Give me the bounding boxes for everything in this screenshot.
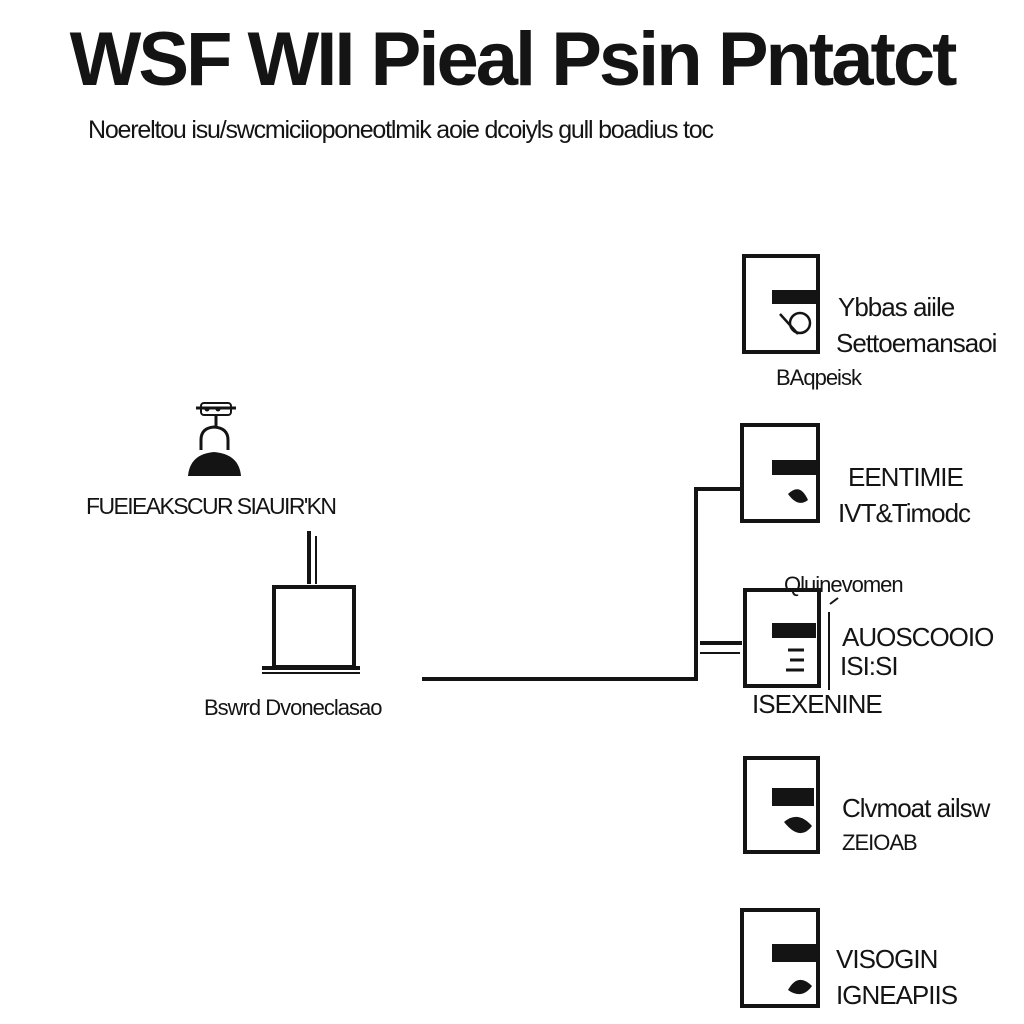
router-icon [262,531,360,674]
device-icon [743,756,820,854]
page-subtitle: Noereltou isu/swcmiciioponeotlmik aoie d… [88,116,714,144]
node-1-line-1: Ybbas aiile [838,292,955,322]
device-icon [742,254,820,354]
node-3-sublabel: ISEXENINE [752,689,883,719]
node-3-line-2: ISI:SI [840,651,899,681]
node-1-line-2: Settoemansaoi [836,328,997,358]
device-icon [740,908,820,1008]
node-2-line-1: EENTIMIE [848,462,964,492]
node-4-line-2: ZEIOAB [842,830,918,855]
node-3-toplabel: Qluinevomen [784,572,904,597]
node-5-line-1: VISOGIN [836,944,938,974]
node-5-line-2: IGNEAPIIS [836,980,958,1010]
router-label: Bswrd Dvoneclasao [204,695,382,720]
source-label: FUEIEAKSCUR SIAUIR'KN [86,493,337,519]
page-title: WSF WII Pieal Psin Pntatct [69,17,958,102]
device-icon [740,423,820,523]
node-4-line-1: Clvmoat ailsw [842,793,990,823]
connection-lines [422,487,742,681]
person-with-antenna-icon [188,402,241,476]
node-2-line-2: IVT&Timodc [838,498,971,528]
trunk-line [694,487,742,681]
node-1-sublabel: BAqpeisk [776,365,862,390]
device-icon [743,588,839,690]
node-3-line-1: AUOSCOOIO [842,622,994,652]
